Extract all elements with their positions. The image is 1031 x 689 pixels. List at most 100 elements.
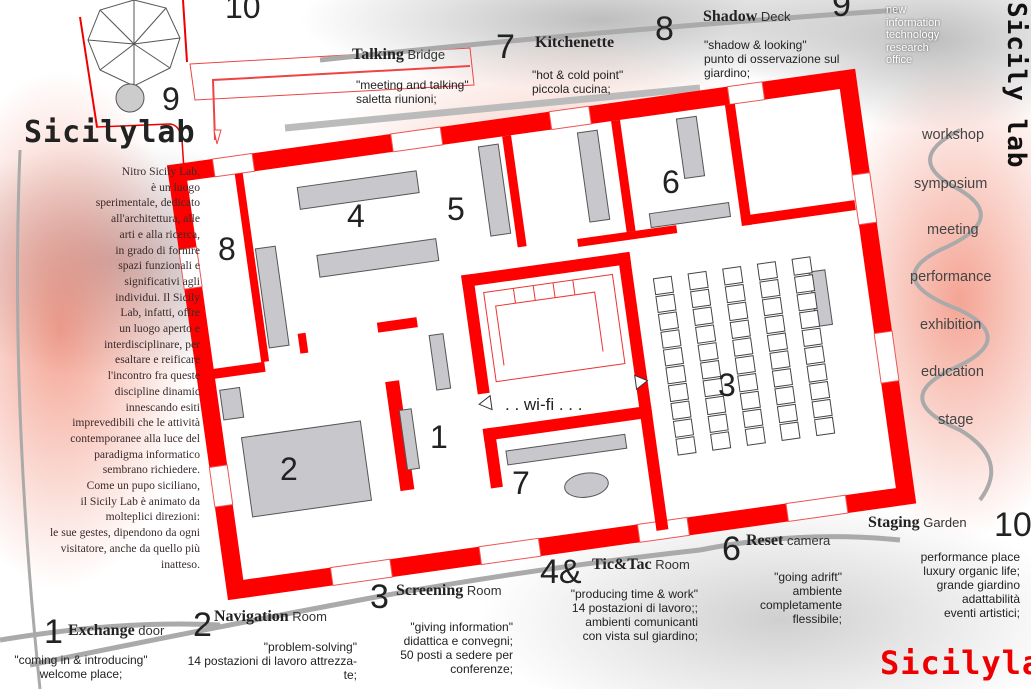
room-9-type: Deck	[760, 9, 791, 24]
intro-line: inatteso.	[161, 557, 200, 571]
room-6-title: Reset camera	[746, 532, 830, 550]
seat	[657, 311, 680, 331]
room-3-number: 3	[370, 578, 389, 616]
intro-line: sembrano richiedere.	[102, 463, 200, 477]
room-4-desc: "producing time & work"14 postazioni di …	[570, 587, 698, 643]
activity-exhibition: exhibition	[920, 317, 982, 333]
room-3-type: Room	[466, 583, 502, 598]
seat	[764, 314, 786, 335]
seat	[761, 296, 784, 317]
room-1-number: 1	[44, 613, 63, 651]
plan-label-8: 8	[218, 231, 236, 267]
room-4-type: Room	[655, 557, 690, 572]
seat	[655, 293, 677, 314]
seat	[811, 398, 833, 419]
seat	[695, 324, 717, 344]
seat	[766, 332, 789, 352]
seat	[724, 283, 746, 304]
room-2-desc: "problem-solving"14 postazioni di lavoro…	[187, 640, 357, 682]
intro-line: innescando esiti	[125, 400, 200, 414]
plan-label-2: 2	[280, 451, 298, 487]
room-2-title: Navigation Room	[214, 608, 327, 626]
activity-performance: performance	[910, 269, 992, 285]
seat	[734, 355, 756, 375]
route-lines	[0, 7, 994, 689]
intro-line: l'incontro fra queste	[107, 369, 200, 383]
room-10-title: Staging Garden	[868, 514, 967, 532]
interior-walls	[204, 103, 856, 531]
intro-line: discipline dinamic	[114, 384, 200, 398]
intro-line: paradigma informatico	[94, 447, 200, 461]
seat	[687, 270, 709, 291]
sicilylab-logo-top: Sicilylab	[24, 115, 196, 150]
seat	[806, 363, 828, 383]
seat	[776, 403, 799, 424]
seat	[739, 390, 761, 411]
intro-line: Come un pupo siciliano,	[86, 479, 200, 493]
intro-line: visitatore, anche da quello più	[60, 541, 200, 555]
seat	[690, 288, 712, 309]
seat	[791, 256, 813, 276]
room-9-name: Shadow	[703, 8, 758, 25]
room-8-desc: "hot & cold point"piccola cucina;	[532, 68, 624, 96]
seat	[804, 345, 826, 365]
seat	[809, 381, 831, 401]
seat	[662, 347, 685, 367]
room-7-desc: "meeting and talking"saletta riunioni;	[356, 78, 469, 106]
intro-line: Nitro Sicily Lab,	[121, 165, 200, 178]
seat	[774, 385, 796, 406]
seat	[769, 350, 791, 370]
room-1-desc: "coming in & introducing"welcome place;	[14, 653, 148, 681]
room-1-title: Exchange door	[68, 622, 164, 640]
room-9-title: Shadow Deck	[703, 8, 791, 26]
intro-line: il Sicily Lab è animato da	[80, 494, 200, 508]
seat	[799, 309, 821, 330]
room-8-number: 8	[655, 10, 674, 48]
seat	[700, 360, 722, 380]
seat	[732, 337, 754, 357]
plan-label-3: 3	[718, 367, 736, 403]
intro-line: sperimentale, dedicato	[95, 196, 200, 210]
room-7-number: 7	[496, 28, 515, 66]
furniture	[219, 115, 834, 518]
seat	[665, 364, 687, 385]
room-10-name: Staging	[868, 514, 920, 531]
room-7-type: Bridge	[407, 47, 446, 62]
plan-label-4: 4	[347, 198, 365, 234]
seat	[675, 436, 697, 456]
room-2-type: Room	[292, 609, 327, 624]
seat	[737, 372, 759, 393]
room-1-type: door	[138, 623, 165, 638]
seat	[697, 342, 719, 362]
intro-line: molteplici direzioni:	[105, 510, 200, 524]
seat	[729, 319, 751, 339]
seat	[744, 426, 766, 446]
activity-education: education	[921, 364, 984, 380]
plan-label-1: 1	[430, 419, 448, 455]
plan-label-9: 9	[162, 81, 180, 117]
room-9-number: 9	[832, 0, 851, 24]
central-stairs	[483, 273, 626, 383]
room-8-title: Kitchenette	[535, 34, 614, 52]
seat	[727, 301, 749, 322]
seat	[779, 421, 801, 442]
intro-line: esaltare e reificare	[115, 353, 200, 367]
plan-label-5: 5	[447, 191, 465, 227]
seat	[705, 395, 727, 416]
plan-label-10: 10	[225, 0, 261, 25]
intro-line: Lab, infatti, offre	[120, 306, 200, 320]
plan-label-6: 6	[662, 164, 680, 200]
room-4-title: Tic&Tac Room	[592, 556, 690, 574]
room-7-title: Talking Bridge	[352, 46, 445, 64]
activity-workshop: workshop	[922, 127, 985, 143]
room-1-name: Exchange	[68, 622, 135, 639]
room-3-name: Screening	[396, 582, 464, 599]
seat	[722, 266, 744, 286]
intro-line: un luogo aperto e	[119, 322, 200, 336]
seat	[660, 329, 682, 349]
room-3-desc: "giving information"didattica e convegni…	[400, 620, 513, 676]
seat	[672, 418, 695, 438]
